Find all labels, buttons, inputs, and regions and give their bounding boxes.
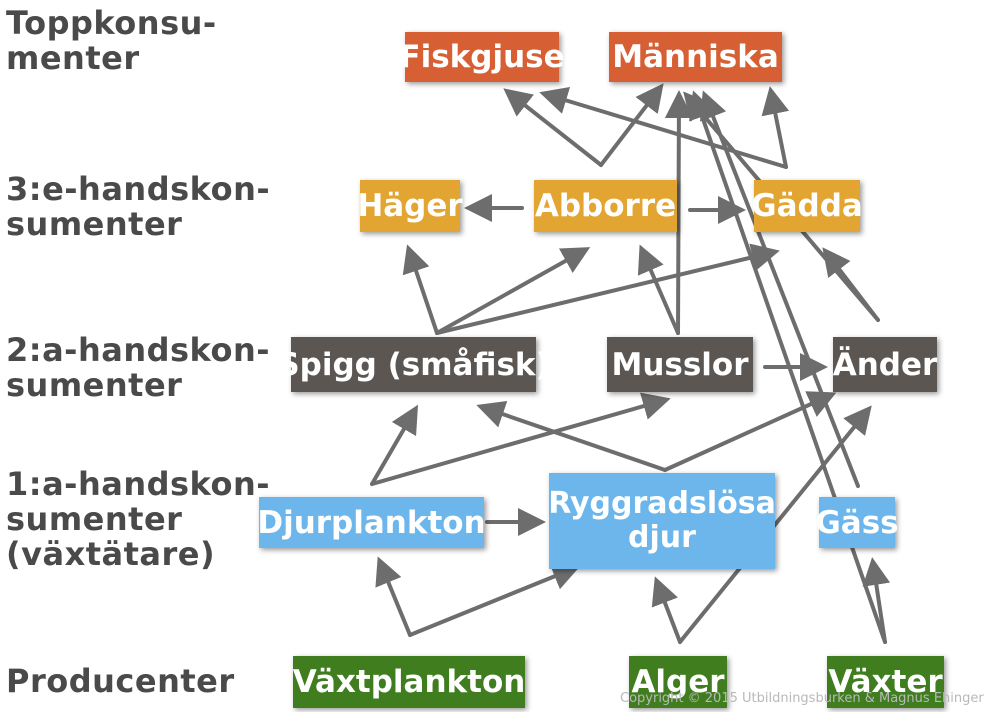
level-label-second-consumers: 2:a-handskon- sumenter [6, 331, 271, 404]
level-label-third-consumers: 3:e-handskon- sumenter [6, 170, 271, 243]
node-vaxtplankton[interactable]: Växtplankton [293, 656, 525, 708]
node-hager[interactable]: Häger [357, 180, 463, 232]
arrow-gadda-manniska [761, 86, 790, 169]
arrow-vaxtplankton-djurplankton [375, 556, 412, 637]
node-fiskgjuse[interactable]: Fiskgjuse [399, 32, 565, 82]
arrow-musslor-manniska [664, 90, 693, 335]
level-label-top-consumers: Toppkonsu- menter [6, 4, 217, 77]
node-manniska[interactable]: Människa [609, 32, 782, 82]
arrow-vaxtplankton-ryggradslosa [408, 563, 581, 637]
arrow-djurplankton-musslor [370, 392, 671, 486]
arrow-gass-manniska [700, 90, 860, 488]
node-alger[interactable]: Alger [629, 656, 727, 708]
arrow-vaxter-gass [862, 557, 891, 644]
node-gadda[interactable]: Gädda [751, 180, 863, 232]
node-ander[interactable]: Änder [833, 337, 937, 392]
arrow-spigg-abborre [435, 247, 591, 335]
arrow-ryggradslosa-spigg [476, 400, 667, 472]
node-spigg[interactable]: Spigg (småfisk) [277, 337, 550, 392]
level-label-producers: Producenter [6, 662, 235, 700]
node-musslor[interactable]: Musslor [607, 337, 753, 392]
arrow-spigg-hager [402, 244, 439, 335]
node-djurplankton[interactable]: Djurplankton [257, 497, 486, 548]
arrow-spigg-gadda [435, 243, 780, 335]
copyright-notice: Copyright © 2015 Utbildningsburken & Mag… [620, 691, 984, 706]
arrow-alger-ryggradslosa [651, 576, 682, 644]
arrows-layer [370, 83, 891, 644]
arrow-abborre-manniska [599, 83, 664, 167]
food-web-diagram: Toppkonsu- menter 3:e-handskon- sumenter… [6, 4, 984, 708]
arrow-abborre-fiskgjuse [503, 88, 603, 167]
arrow-ryggradslosa-ander [663, 391, 837, 472]
node-ryggradslosa-djur[interactable]: Ryggradslösa djur [548, 473, 776, 569]
node-vaxter[interactable]: Växter [827, 656, 944, 708]
arrow-djurplankton-spigg [370, 404, 419, 486]
arrow-gadda-fiskgjuse [539, 86, 788, 169]
arrow-musslor-abborre [637, 244, 680, 335]
node-gass[interactable]: Gäss [815, 497, 899, 548]
node-abborre[interactable]: Abborre [534, 180, 677, 232]
level-label-first-consumers: 1:a-handskon- sumenter (växtätare) [6, 465, 271, 573]
